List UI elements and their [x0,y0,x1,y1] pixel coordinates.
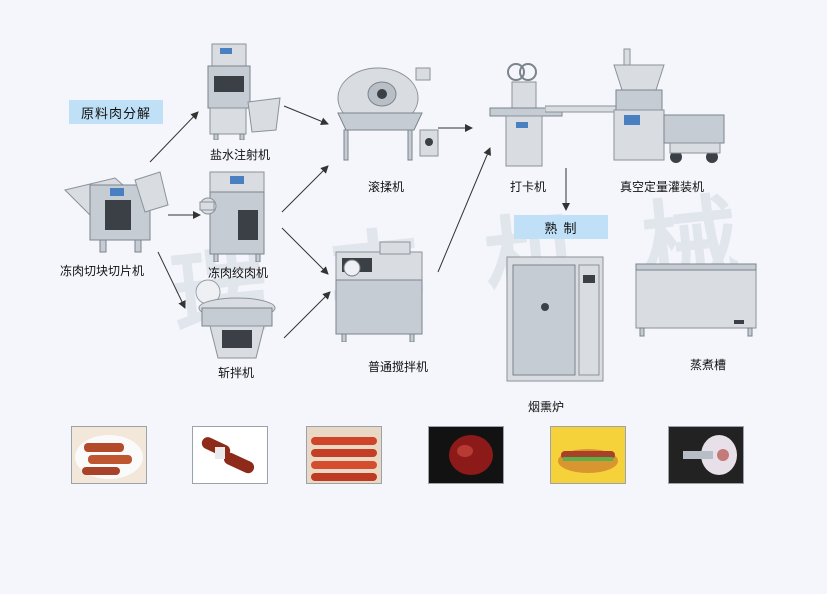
cooking-tank-machine [635,263,757,337]
wrapped-ham-sausage-image [192,426,268,484]
arrow-chopper-to-mixer [283,291,331,339]
vacuum-filler-label: 真空定量灌装机 [620,180,705,194]
tumbler-machine [337,67,439,161]
cooking-banner: 熟 制 [514,215,608,239]
red-sausage-image [428,426,504,484]
cooking-tank-label: 蒸煮槽 [690,358,727,372]
brine-injector-machine [207,43,281,140]
brine-injector-label: 盐水注射机 [210,148,271,162]
arrow-slicer-to-injector [149,111,199,163]
arrow-grinder-to-mixer [281,227,329,275]
mixer-label: 普通搅拌机 [368,360,429,374]
frozen-slicer-machine [64,171,169,253]
vacuum-filler-machine [613,48,725,163]
arrow-grinder-to-tumbler [281,165,329,213]
raw-meat-banner: 原料肉分解 [69,100,163,124]
clipper-label: 打卡机 [510,180,547,194]
casing-sausage-image [668,426,744,484]
clipper-machine [489,63,563,167]
smokehouse-machine [506,256,604,382]
mixer-machine [335,241,423,342]
smokehouse-label: 烟熏炉 [528,400,565,414]
hot-dog-image [550,426,626,484]
frozen-slicer-label: 冻肉切块切片机 [60,264,145,278]
sausage-plate-image [71,426,147,484]
chopper-machine [195,279,276,359]
grinder-label: 冻肉绞肉机 [208,266,269,280]
grinder-machine [199,171,265,262]
chopper-label: 斩拌机 [218,366,255,380]
arrow-injector-to-tumbler [283,105,329,126]
arrow-slicer-to-chopper [157,251,186,309]
tumbler-label: 滚揉机 [368,180,405,194]
arrow-mixer-to-clipper [437,147,491,273]
sausage-bundle-image [306,426,382,484]
